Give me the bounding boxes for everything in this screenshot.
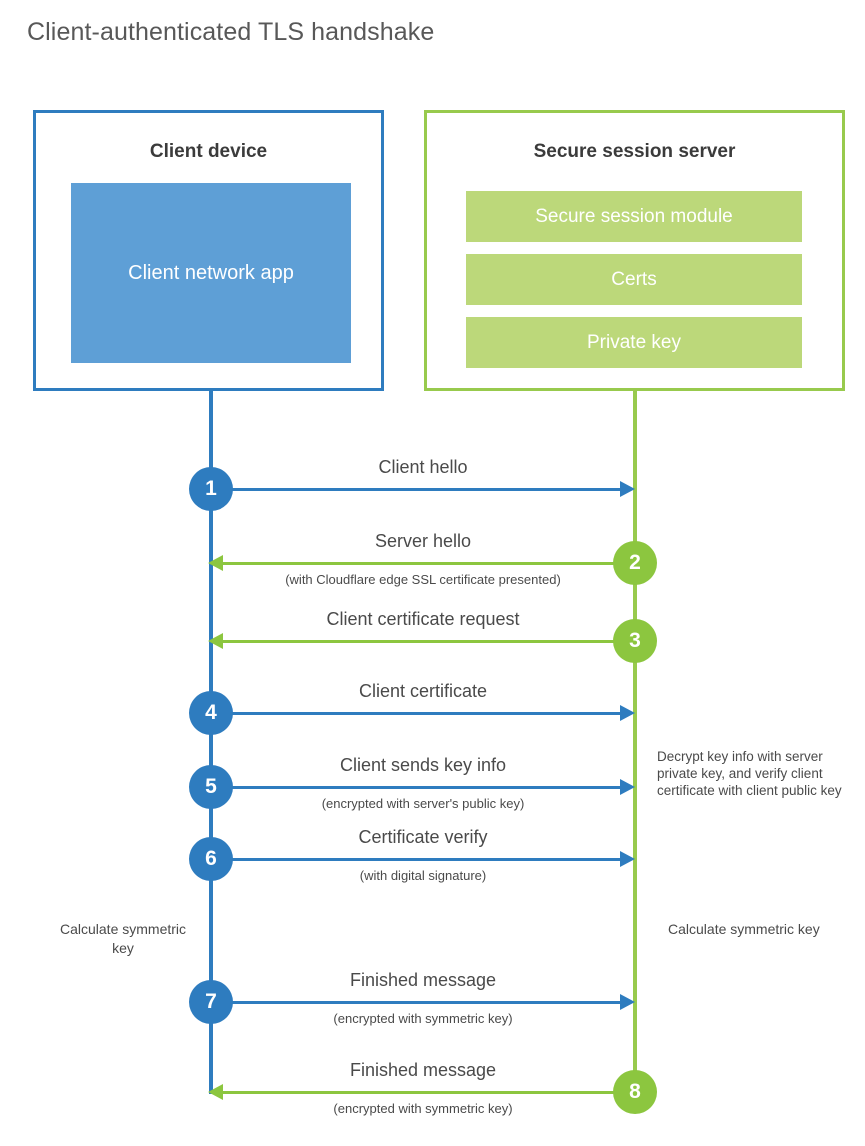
message-label: Client certificate request	[326, 609, 520, 629]
server-item-certs: Certs	[466, 254, 802, 305]
step-badge-7: 7	[189, 980, 233, 1024]
step-badge-4: 4	[189, 691, 233, 735]
message-line	[211, 858, 623, 861]
arrow-head-right-icon	[620, 481, 635, 497]
message-sublabel: (with digital signature)	[359, 868, 487, 883]
client-network-app-block: Client network app	[71, 183, 351, 363]
message-label: Finished message	[349, 1060, 497, 1080]
step-badge-8: 8	[613, 1070, 657, 1114]
step-badge-5: 5	[189, 765, 233, 809]
arrow-head-right-icon	[620, 994, 635, 1010]
client-device-box: Client device Client network app	[33, 110, 384, 391]
message-label: Client certificate	[358, 681, 488, 701]
server-item-private-key: Private key	[466, 317, 802, 368]
arrow-head-right-icon	[620, 705, 635, 721]
server-item-secure-session-module: Secure session module	[466, 191, 802, 242]
client-device-title: Client device	[149, 141, 268, 162]
message-sublabel: (encrypted with symmetric key)	[333, 1011, 513, 1026]
arrow-head-left-icon	[208, 633, 223, 649]
message-line	[223, 640, 635, 643]
message-label: Certificate verify	[358, 827, 488, 847]
step-badge-6: 6	[189, 837, 233, 881]
page-title: Client-authenticated TLS handshake	[27, 18, 435, 46]
server-item-label: Certs	[611, 268, 657, 290]
server-lifeline	[633, 391, 637, 1092]
server-item-label: Secure session module	[535, 205, 733, 227]
message-label: Client sends key info	[339, 755, 507, 775]
arrow-head-left-icon	[208, 1084, 223, 1100]
message-line	[223, 1091, 635, 1094]
server-item-label: Private key	[587, 331, 681, 353]
note-calculate-symmetric-key-server: Calculate symmetric key	[668, 921, 820, 937]
client-network-app-label: Client network app	[128, 261, 294, 284]
secure-session-server-title: Secure session server	[533, 141, 736, 162]
arrow-head-left-icon	[208, 555, 223, 571]
message-sublabel: (with Cloudflare edge SSL certificate pr…	[285, 572, 561, 587]
step-badge-3: 3	[613, 619, 657, 663]
step-badge-2: 2	[613, 541, 657, 585]
message-line	[211, 1001, 623, 1004]
message-label: Finished message	[349, 970, 497, 990]
note-decrypt-key-info: Decrypt key info with server private key…	[657, 749, 842, 798]
arrow-head-right-icon	[620, 779, 635, 795]
message-line	[211, 488, 623, 491]
secure-session-server-box: Secure session server Secure session mod…	[424, 110, 845, 391]
step-badge-1: 1	[189, 467, 233, 511]
message-line	[223, 562, 635, 565]
client-lifeline	[209, 391, 213, 1094]
message-line	[211, 712, 623, 715]
message-label: Client hello	[378, 457, 468, 477]
message-label: Server hello	[374, 531, 472, 551]
message-sublabel: (encrypted with symmetric key)	[333, 1101, 513, 1116]
message-line	[211, 786, 623, 789]
note-calculate-symmetric-key-client: Calculate symmetric key	[59, 921, 187, 956]
arrow-head-right-icon	[620, 851, 635, 867]
message-sublabel: (encrypted with server's public key)	[321, 796, 525, 811]
